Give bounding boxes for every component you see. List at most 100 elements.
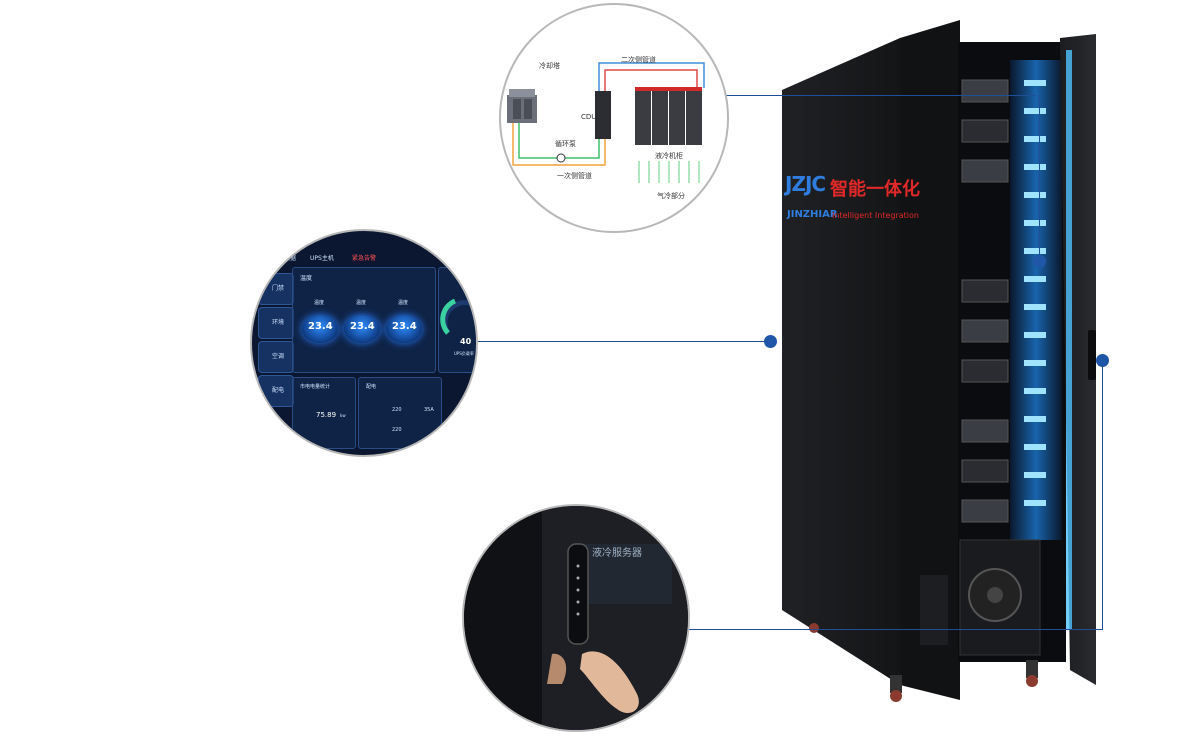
coolant-connector xyxy=(1024,80,1046,86)
smart-lock-circle: 液冷服务器 xyxy=(462,504,690,732)
gauge-label-1: 温度 xyxy=(314,300,325,306)
server-unit xyxy=(961,419,1009,443)
callout-dot-dashboard xyxy=(764,335,777,348)
readout-disc-3 xyxy=(386,315,422,343)
tab-ups: UPS主机 xyxy=(310,255,334,262)
power-cell-2: 35A xyxy=(424,407,434,413)
server-unit xyxy=(961,119,1009,143)
side-item-power xyxy=(258,375,294,407)
readout-value-2: 23.4 xyxy=(350,321,375,332)
label-primary-pipe: 一次侧管道 xyxy=(557,172,592,180)
coolant-connector xyxy=(1024,164,1046,170)
keypad-lock xyxy=(567,543,589,645)
ups-gauge xyxy=(440,298,476,335)
temperature-panel-title: 温度 xyxy=(300,275,313,282)
label-air-cooling: 气冷部分 xyxy=(657,192,685,200)
primary-pipe-orange xyxy=(512,121,606,166)
side-label-environment: 环境 xyxy=(272,319,285,326)
alarm-badge: 紧急告警 xyxy=(352,255,377,262)
gauge-label-2: 温度 xyxy=(356,300,367,306)
coolant-connector xyxy=(1024,192,1046,198)
coolant-connector xyxy=(1024,500,1046,506)
dashboard-circle: 冷数据 UPS主机 紧急告警 门禁 环境 空调 配电 温度 温度 温度 温度 2… xyxy=(250,229,478,457)
side-label-power: 配电 xyxy=(272,387,285,394)
cabinet-front-frame xyxy=(900,20,960,700)
brand-chinese-tagline: 智能一体化 xyxy=(830,179,920,200)
battery-title: 市电电量统计 xyxy=(300,384,331,390)
power-title: 配电 xyxy=(366,384,377,390)
hand-shadow xyxy=(547,653,567,684)
coolant-connector xyxy=(1024,360,1046,366)
label-liquid-cabinet: 液冷机柜 xyxy=(655,152,683,160)
coolant-connector xyxy=(1024,136,1046,142)
brand-english-tagline: Intelligent Integration xyxy=(832,211,919,220)
secondary-pipe-red xyxy=(604,69,698,93)
callout-line-dashboard xyxy=(478,341,770,342)
server-unit xyxy=(961,359,1009,383)
callout-line-diagram xyxy=(718,95,1036,96)
coolant-connector xyxy=(1024,248,1046,254)
keypad-keys xyxy=(576,564,580,616)
vent-grille xyxy=(920,575,948,645)
door-handle xyxy=(1088,330,1096,380)
readout-disc-1 xyxy=(302,315,338,343)
coolant-connector xyxy=(1024,388,1046,394)
battery-value: 75.89 xyxy=(316,411,337,419)
lock-panel-label: 液冷服务器 xyxy=(592,548,642,559)
secondary-pipe-blue xyxy=(598,62,705,93)
side-label-aircon: 空调 xyxy=(272,353,285,360)
glass-reflection xyxy=(582,544,672,604)
label-cdu: CDU xyxy=(581,113,597,121)
server-unit xyxy=(961,79,1009,103)
brand-english-name: JINZHIAR xyxy=(787,209,838,220)
callout-dot-lock xyxy=(1096,354,1109,367)
cooling-diagram xyxy=(507,62,705,183)
coolant-connector xyxy=(1024,444,1046,450)
server-cabinet xyxy=(782,20,1096,702)
server-unit xyxy=(961,319,1009,343)
air-flow-arrows xyxy=(638,161,700,183)
coolant-connector xyxy=(1024,276,1046,282)
server-unit xyxy=(961,279,1009,303)
cooling-diagram-circle: 冷却塔 二次侧管道 CDU 循环泵 一次侧管道 液冷机柜 气冷部分 xyxy=(499,3,729,233)
fan-hub-icon xyxy=(987,587,1003,603)
door-led-strip xyxy=(1066,50,1072,630)
pump-icon xyxy=(556,153,566,163)
side-label-access: 门禁 xyxy=(272,285,285,292)
primary-pipe-green xyxy=(518,118,600,159)
coolant-connector xyxy=(1024,108,1046,114)
coolant-connector xyxy=(1024,332,1046,338)
server-units xyxy=(961,79,1046,523)
cdu-unit xyxy=(595,91,611,139)
coolant-connector xyxy=(1024,220,1046,226)
readout-disc-2 xyxy=(344,315,380,343)
smart-lock-scene xyxy=(464,506,688,730)
tab-cold-data: 冷数据 xyxy=(278,255,297,262)
power-cell-1: 220 xyxy=(392,407,402,413)
label-secondary-pipe: 二次侧管道 xyxy=(621,56,656,64)
power-panel xyxy=(358,377,442,449)
readout-value-3: 23.4 xyxy=(392,321,417,332)
label-cooling-tower: 冷却塔 xyxy=(539,62,560,70)
callout-line-diagram-vert xyxy=(1039,95,1040,255)
coolant-connector xyxy=(1024,304,1046,310)
side-item-access xyxy=(258,273,294,305)
cooling-tower-icon xyxy=(507,89,537,123)
hand xyxy=(580,651,639,714)
caster-wheels xyxy=(809,623,1038,702)
gauge-label-3: 温度 xyxy=(398,300,409,306)
callout-line-lock-vert xyxy=(1102,366,1103,630)
power-cell-3: 220 xyxy=(392,427,402,433)
server-unit xyxy=(961,159,1009,183)
side-item-aircon xyxy=(258,341,294,373)
ups-gauge-value: 40 xyxy=(460,337,472,346)
callout-dot-diagram xyxy=(1033,255,1046,268)
coolant-connector xyxy=(1024,416,1046,422)
readout-value-1: 23.4 xyxy=(308,321,333,332)
battery-unit: kw xyxy=(340,413,346,418)
server-unit xyxy=(961,459,1009,483)
server-unit xyxy=(961,499,1009,523)
cabinet-side-panel xyxy=(782,38,900,685)
label-pump: 循环泵 xyxy=(555,140,576,148)
